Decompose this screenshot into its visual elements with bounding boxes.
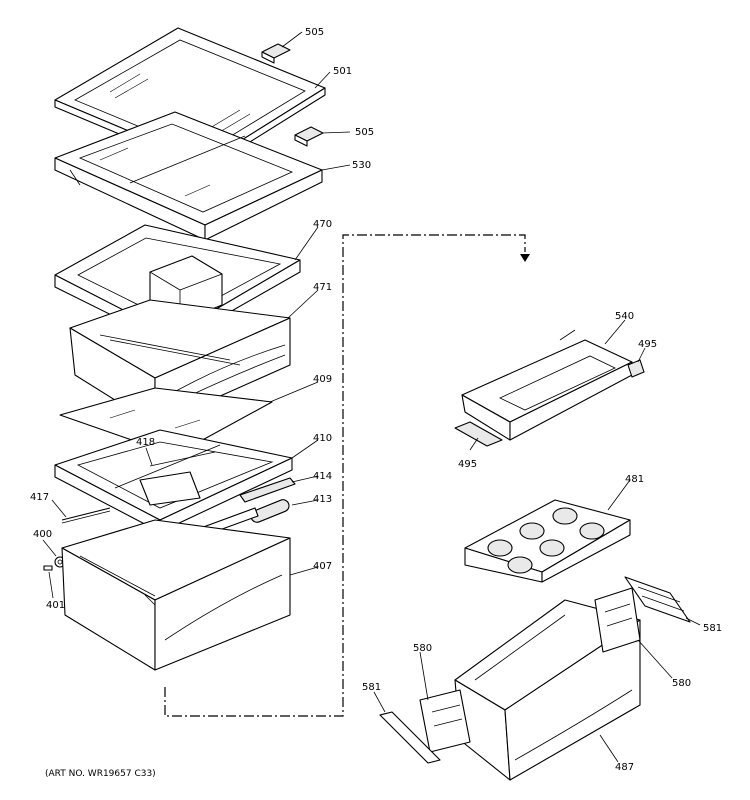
callout-471: 471 bbox=[313, 282, 332, 293]
shelf-clip-505-right bbox=[294, 126, 324, 147]
callout-581-right: 581 bbox=[703, 623, 722, 634]
shelf-frame-530 bbox=[54, 111, 323, 241]
screw-401 bbox=[43, 565, 53, 571]
callout-505-top: 505 bbox=[305, 27, 324, 38]
drawer-407 bbox=[61, 519, 291, 671]
callout-481: 481 bbox=[625, 474, 644, 485]
rail-581-left bbox=[379, 711, 441, 764]
clip-495-right bbox=[627, 359, 645, 378]
shelf-clip-505-top bbox=[261, 43, 291, 64]
slide-580-right bbox=[594, 587, 641, 653]
callout-410: 410 bbox=[313, 433, 332, 444]
art-number-caption: (ART NO. WR19657 C33) bbox=[45, 769, 156, 779]
rod-417 bbox=[61, 507, 111, 524]
leader-lines bbox=[42, 31, 701, 763]
pan-487 bbox=[454, 599, 641, 781]
connector-arrowhead bbox=[520, 254, 530, 262]
callout-580-left: 580 bbox=[413, 643, 432, 654]
rail-581-right bbox=[624, 576, 691, 623]
callout-505-right: 505 bbox=[355, 127, 374, 138]
divider-418 bbox=[149, 451, 216, 467]
callout-400: 400 bbox=[33, 529, 52, 540]
callout-501: 501 bbox=[333, 66, 352, 77]
crisper-cover-410 bbox=[54, 429, 293, 533]
slide-580-left bbox=[419, 689, 471, 753]
callout-413: 413 bbox=[313, 494, 332, 505]
connector-line bbox=[164, 234, 526, 717]
callout-417: 417 bbox=[30, 492, 49, 503]
callout-495-lower: 495 bbox=[458, 459, 477, 470]
callout-407: 407 bbox=[313, 561, 332, 572]
callout-487: 487 bbox=[615, 762, 634, 773]
callout-580-right: 580 bbox=[672, 678, 691, 689]
callout-470: 470 bbox=[313, 219, 332, 230]
callout-530: 530 bbox=[352, 160, 371, 171]
callout-418: 418 bbox=[136, 437, 155, 448]
callout-401: 401 bbox=[46, 600, 65, 611]
egg-tray-481 bbox=[464, 499, 631, 583]
callout-414: 414 bbox=[313, 471, 332, 482]
slide-control-414 bbox=[239, 477, 296, 503]
callout-409: 409 bbox=[313, 374, 332, 385]
callout-540: 540 bbox=[615, 311, 634, 322]
callout-581-left: 581 bbox=[362, 682, 381, 693]
callout-495-right: 495 bbox=[638, 339, 657, 350]
tray-540 bbox=[461, 329, 633, 441]
